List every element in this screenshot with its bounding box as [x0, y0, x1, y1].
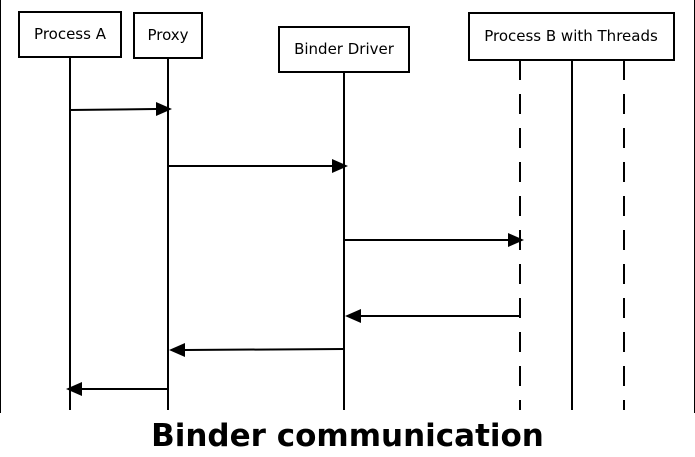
participant-label: Process B with Threads: [484, 27, 658, 45]
arrowhead-right: [508, 233, 524, 247]
diagram-caption: Binder communication: [151, 418, 544, 454]
participant-process-b: Process B with Threads: [468, 12, 675, 61]
participant-process-a: Process A: [18, 11, 122, 58]
message-binder-to-proxy: [169, 343, 345, 357]
participant-proxy: Proxy: [133, 12, 203, 59]
participant-label: Proxy: [147, 26, 188, 44]
participant-binder-driver: Binder Driver: [278, 26, 410, 73]
message-a-to-proxy: [69, 102, 172, 116]
participant-label: Process A: [34, 25, 107, 43]
sequence-diagram: Process A Proxy Binder Driver Process B …: [0, 0, 695, 413]
arrowhead-left: [169, 343, 185, 357]
arrowhead-right: [156, 102, 172, 116]
participant-label: Binder Driver: [294, 40, 395, 58]
message-proxy-to-binder: [168, 159, 348, 173]
arrowhead-left: [345, 309, 361, 323]
message-process-b-to-binder: [345, 309, 520, 323]
message-binder-to-process-b: [344, 233, 524, 247]
arrowhead-left: [66, 382, 82, 396]
message-proxy-to-a: [66, 382, 168, 396]
arrowhead-right: [332, 159, 348, 173]
